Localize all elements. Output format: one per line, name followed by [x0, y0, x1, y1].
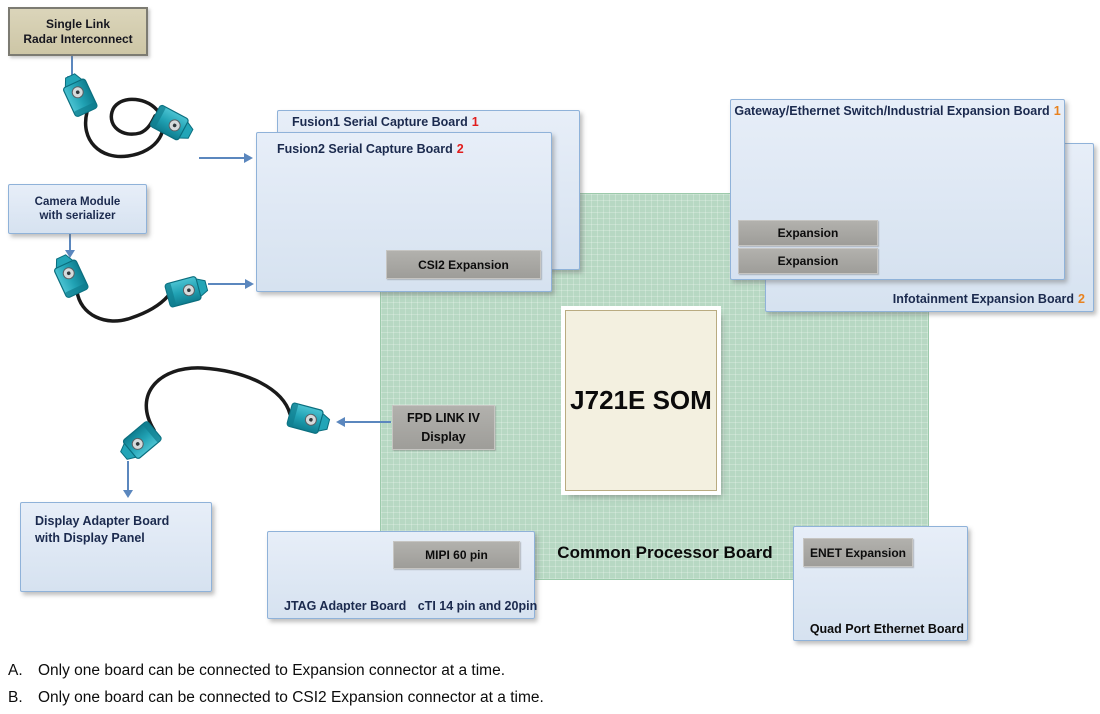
fakra-connector-camera-top — [49, 251, 90, 299]
arrow-cable-to-display-board — [123, 461, 133, 498]
fpd-link-iv-display-connector: FPD LINK IV Display — [392, 405, 495, 450]
arrow-radar-to-cable — [67, 54, 77, 84]
display-board-title: Display Adapter Board with Display Panel — [35, 514, 170, 545]
footnote-a-letter: A. — [8, 662, 23, 679]
enet-expansion-connector: ENET Expansion — [803, 538, 913, 567]
camera-coax-cable — [75, 289, 170, 323]
expansion-connector-1: Expansion — [738, 220, 878, 246]
jtag-adapter-board: MIPI 60 pin JTAG Adapter Board cTI 14 pi… — [267, 531, 538, 619]
footnote-a: A. Only one board can be connected to Ex… — [8, 662, 505, 680]
fusion1-number: 1 — [471, 115, 479, 129]
footnote-b: B. Only one board can be connected to CS… — [8, 689, 544, 707]
arrow-cable-to-fusion2 — [208, 279, 254, 289]
fakra-connector-radar-end — [148, 103, 197, 146]
radar-interconnect-cable — [83, 97, 165, 159]
quad-port-ethernet-board: ENET Expansion Quad Port Ethernet Board — [793, 526, 968, 641]
fakra-connector-radar-top — [58, 70, 99, 118]
expansion-connector-2: Expansion — [738, 248, 878, 274]
gateway-number: 1 — [1053, 104, 1061, 118]
footnote-b-letter: B. — [8, 689, 23, 706]
gateway-board-title: Gateway/Ethernet Switch/Industrial Expan… — [734, 104, 1061, 118]
fakra-connector-display-right — [285, 401, 332, 437]
quad-port-board-title: Quad Port Ethernet Board — [809, 622, 964, 636]
display-adapter-board: Display Adapter Board with Display Panel — [20, 502, 212, 592]
csi2-expansion-connector: CSI2 Expansion — [386, 250, 541, 279]
fpd-button-line2: Display — [421, 429, 466, 444]
single-link-radar-interconnect-box: Single Link Radar Interconnect — [8, 7, 148, 56]
arrow-camera-to-cable — [65, 232, 75, 258]
radar-box-line2: Radar Interconnect — [23, 31, 133, 46]
j721e-som-module: J721E SOM — [565, 310, 717, 491]
fpd-button-line1: FPD LINK IV — [407, 410, 480, 425]
infotainment-number: 2 — [1078, 292, 1085, 306]
jtag-board-subtitle: cTI 14 pin and 20pin — [417, 599, 538, 613]
fakra-connector-display-left — [115, 419, 163, 466]
footnote-b-text: Only one board can be connected to CSI2 … — [38, 689, 544, 706]
arrow-cable-to-fusion1 — [199, 153, 253, 163]
common-processor-board-label: Common Processor Board — [557, 543, 773, 562]
radar-box-line1: Single Link — [45, 16, 110, 31]
display-coax-cable — [144, 366, 292, 432]
mipi-60-pin-connector: MIPI 60 pin — [393, 541, 520, 569]
camera-box-line2: with serializer — [39, 210, 116, 222]
footnote-a-text: Only one board can be connected to Expan… — [38, 662, 506, 679]
som-label: J721E SOM — [570, 385, 712, 415]
fakra-connector-camera-end — [163, 273, 210, 309]
camera-module-box: Camera Module with serializer — [8, 184, 147, 234]
jtag-board-title: JTAG Adapter Board cTI 14 pin and 20pin — [284, 599, 538, 613]
fusion2-number: 2 — [456, 142, 464, 156]
gateway-ethernet-switch-industrial-expansion-board: Gateway/Ethernet Switch/Industrial Expan… — [730, 99, 1065, 280]
camera-box-line1: Camera Module — [34, 196, 121, 208]
